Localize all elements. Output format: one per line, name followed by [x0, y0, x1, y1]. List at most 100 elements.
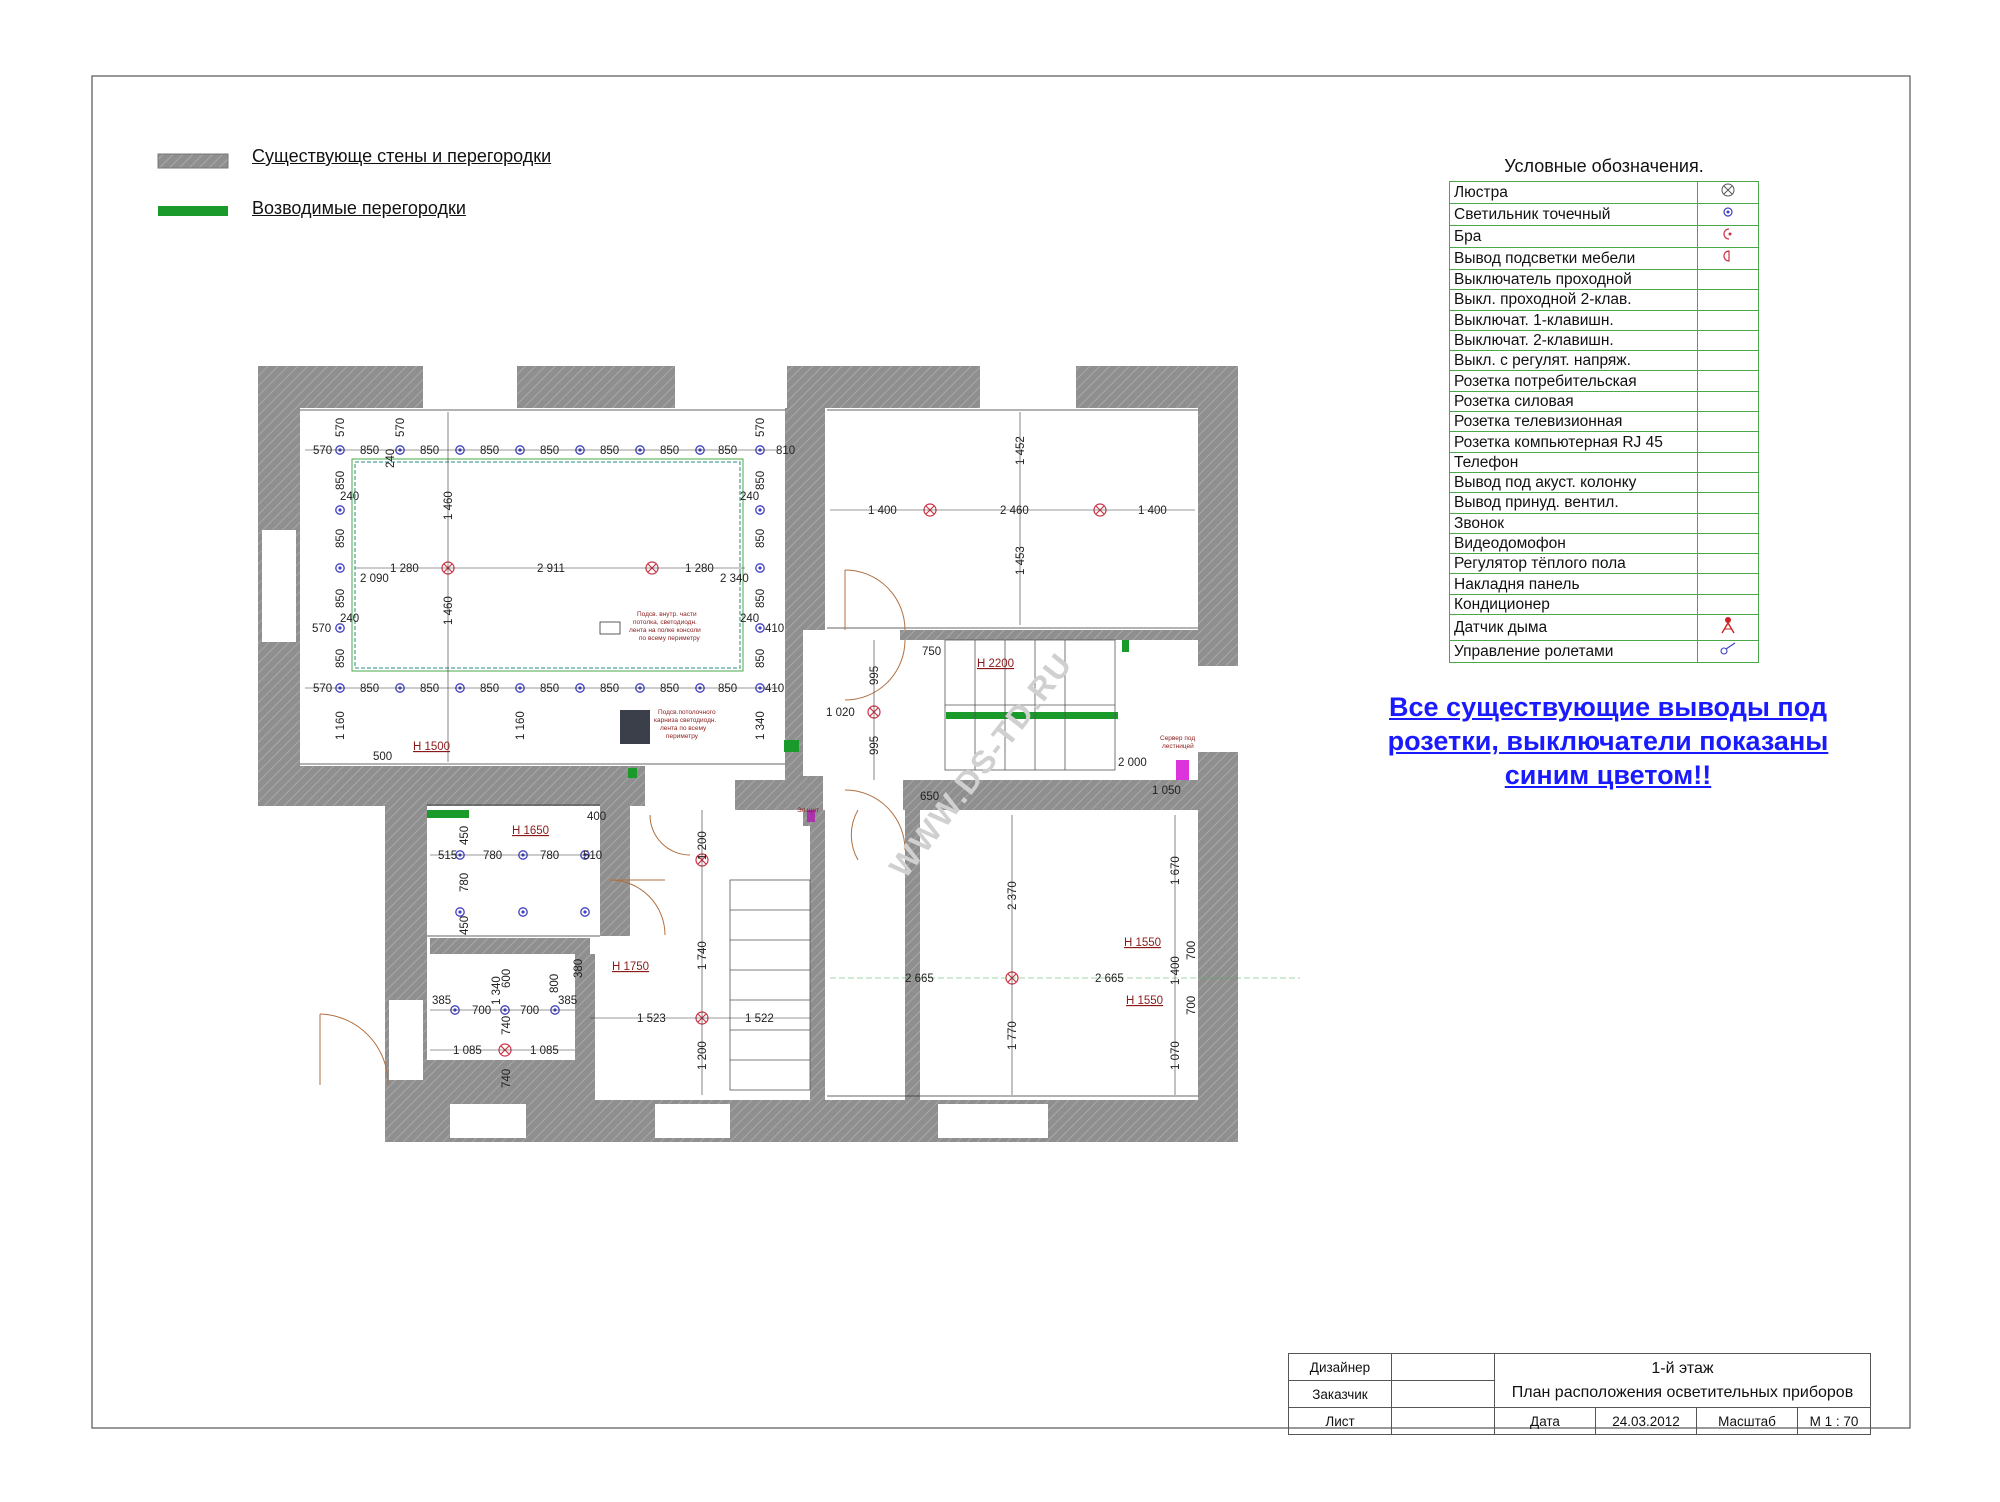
dim: 240 [340, 491, 359, 503]
dim: 1 670 [1170, 856, 1182, 885]
dim: 2 340 [720, 573, 749, 585]
dim: 850 [718, 445, 737, 457]
dim: 400 [587, 811, 606, 823]
title-block: Дизайнер 1-й этаж План расположения осве… [1288, 1353, 1871, 1435]
dim: 780 [483, 850, 502, 862]
symbol-row: Вывод под акуст. колонку [1449, 471, 1759, 494]
note-text: периметру [666, 733, 699, 740]
note-text: лента на полке консоли [629, 627, 701, 634]
symbol-label: Бра [1449, 225, 1698, 248]
dim: 240 [385, 449, 397, 468]
dim: 700 [472, 1005, 491, 1017]
dim: 2 665 [905, 973, 934, 985]
notice-line: розетки, выключатели показаны [1387, 726, 1829, 756]
note-text: Подсв. внутр. части [637, 611, 697, 618]
dim: 1 280 [390, 563, 419, 575]
section-detail-icon [599, 621, 621, 635]
symbol-icon-cell [1697, 492, 1759, 514]
symbol-row: Розетка компьютерная RJ 45 [1449, 431, 1759, 453]
spotlight-icon [1697, 203, 1759, 226]
symbol-row: Регулятор тёплого пола [1449, 553, 1759, 575]
symbol-label: Светильник точечный [1449, 203, 1698, 226]
height-mark: H 1650 [512, 825, 549, 837]
symbol-label: Звонок [1449, 512, 1698, 534]
symbol-label: Выключатель проходной [1449, 268, 1698, 291]
designer-value [1391, 1353, 1495, 1381]
smoke-detector-icon [1697, 614, 1759, 642]
symbol-row: Розетка силовая [1449, 390, 1759, 413]
dim: 700 [520, 1005, 539, 1017]
sheet-label: Лист [1288, 1407, 1392, 1435]
dim: 1 452 [1015, 436, 1027, 465]
notice-line: Все существующие выводы под [1389, 692, 1827, 722]
symbol-label: Розетка потребительская [1449, 370, 1698, 392]
notice-line: синим цветом!! [1504, 760, 1712, 790]
dim: 850 [420, 445, 439, 457]
symbol-icon-cell [1697, 370, 1759, 392]
dim: 740 [501, 1016, 513, 1035]
symbol-row: Люстра [1449, 181, 1759, 204]
dim: 850 [335, 589, 347, 608]
dim: 2 665 [1095, 973, 1124, 985]
dim: 1 020 [826, 707, 855, 719]
chandelier-icon [1697, 181, 1759, 204]
symbol-label: Выкл. проходной 2-клав. [1449, 289, 1698, 311]
scale-value: М 1 : 70 [1797, 1407, 1871, 1435]
dim: 240 [740, 491, 759, 503]
height-mark: H 2200 [977, 658, 1014, 670]
dim: 1 460 [443, 596, 455, 625]
note-text: Подсв.потолочного [658, 709, 716, 716]
dim: 850 [660, 445, 679, 457]
symbol-icon-cell [1697, 411, 1759, 433]
dim: 850 [420, 683, 439, 695]
sheet-value [1391, 1407, 1495, 1435]
symbol-label: Кондиционер [1449, 593, 1698, 616]
date-value: 24.03.2012 [1595, 1407, 1697, 1435]
note-text: потолка, светодиодн. [633, 619, 697, 626]
symbol-icon-cell [1697, 471, 1759, 494]
dim: 700 [1186, 941, 1198, 960]
dim: 1 460 [443, 491, 455, 520]
symbol-icon-cell [1697, 390, 1759, 413]
dim: 570 [313, 683, 332, 695]
dim: 750 [922, 646, 941, 658]
dim: 600 [501, 969, 513, 988]
symbol-label: Датчик дыма [1449, 614, 1698, 642]
dim: 1 070 [1170, 1041, 1182, 1070]
symbol-label: Управление ролетами [1449, 640, 1698, 664]
legend-new-partitions: Возводимые перегородки [252, 198, 466, 218]
floor-plan [258, 366, 1300, 1142]
symbol-row: Выключат. 2-клавишн. [1449, 329, 1759, 352]
dim: 850 [600, 445, 619, 457]
dim: 570 [755, 418, 767, 437]
note-text: Сервер под [1160, 735, 1195, 742]
shutter-control-icon [1697, 640, 1759, 664]
height-mark: H 1550 [1124, 937, 1161, 949]
symbol-icon-cell [1697, 573, 1759, 595]
customer-value [1391, 1380, 1495, 1408]
symbol-row: Телефон [1449, 451, 1759, 473]
dim: 780 [540, 850, 559, 862]
dim: 1 050 [1152, 785, 1181, 797]
symbol-row: Датчик дыма [1449, 614, 1759, 642]
dim: 850 [660, 683, 679, 695]
dim: 1 160 [335, 711, 347, 740]
symbol-row: Управление ролетами [1449, 640, 1759, 664]
dim: 410 [765, 623, 784, 635]
symbol-icon-cell [1697, 451, 1759, 473]
symbol-label: Накладня панель [1449, 573, 1698, 595]
date-label: Дата [1494, 1407, 1596, 1435]
dim: 850 [718, 683, 737, 695]
dim: 850 [540, 445, 559, 457]
dim: 510 [583, 850, 602, 862]
symbol-row: Вывод подсветки мебели [1449, 247, 1759, 270]
height-mark: H 1750 [612, 961, 649, 973]
plan-title: План расположения осветительных приборов [1511, 1383, 1854, 1401]
symbol-label: Выключат. 2-клавишн. [1449, 329, 1698, 352]
dim: 1 340 [755, 711, 767, 740]
dim: 1 400 [1138, 505, 1167, 517]
note-text: Эл.щит [797, 807, 819, 814]
dim: 1 400 [1170, 956, 1182, 985]
note-text: лента по всему [660, 725, 707, 732]
dim: 515 [438, 850, 457, 862]
